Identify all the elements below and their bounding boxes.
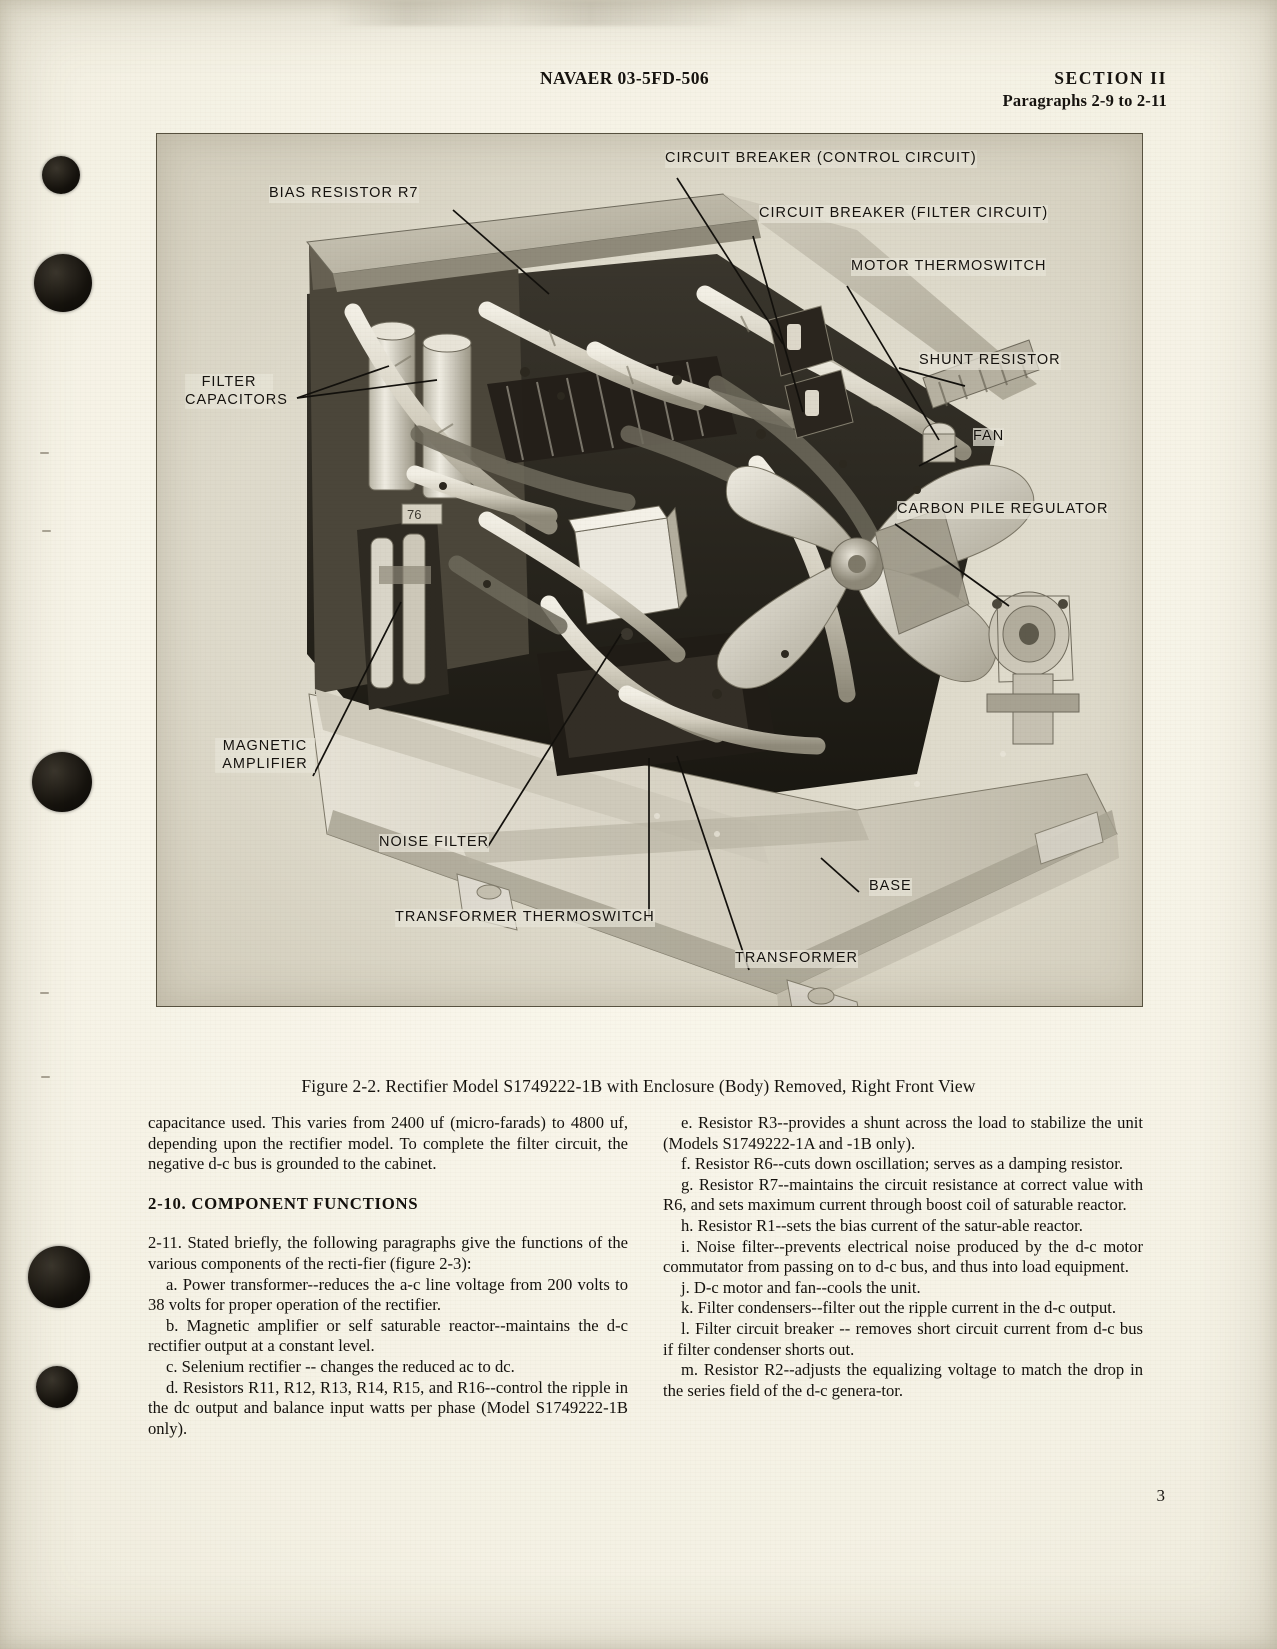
body-left-column: capacitance used. This varies from 2400 … <box>148 1113 628 1439</box>
svg-text:76: 76 <box>407 507 421 522</box>
margin-tick <box>40 452 49 454</box>
callout-motor-thermoswitch: MOTOR THERMOSWITCH <box>851 258 1047 276</box>
binder-hole <box>34 254 92 312</box>
paragraph-range: Paragraphs 2-9 to 2-11 <box>1002 91 1167 110</box>
list-item-g: g. Resistor R7--maintains the circuit re… <box>663 1174 1143 1215</box>
header-right-block: SECTION II Paragraphs 2-9 to 2-11 <box>1003 68 1167 111</box>
callout-fan: FAN <box>973 428 1005 446</box>
document-number: NAVAER 03-5FD-506 <box>540 68 710 88</box>
page-header: NAVAER 03-5FD-506 SECTION II Paragraphs … <box>0 68 1277 114</box>
list-item-a: a. Power transformer--reduces the a-c li… <box>148 1274 628 1315</box>
page-number: 3 <box>1156 1486 1166 1505</box>
callout-transformer: TRANSFORMER <box>735 950 858 968</box>
list-item-l: l. Filter circuit breaker -- removes sho… <box>663 1318 1143 1359</box>
list-item-i: i. Noise filter--prevents electrical noi… <box>663 1236 1143 1277</box>
binder-hole <box>28 1246 90 1308</box>
list-item-j: j. D-c motor and fan--cools the unit. <box>681 1277 921 1297</box>
list-item-h: h. Resistor R1--sets the bias current of… <box>681 1215 1083 1235</box>
section-heading-2-10: 2-10. COMPONENT FUNCTIONS <box>148 1193 419 1213</box>
list-item-k: k. Filter condensers--filter out the rip… <box>681 1298 1116 1318</box>
callout-circuit-breaker-filter: CIRCUIT BREAKER (FILTER CIRCUIT) <box>759 205 1049 223</box>
body-right-column: e. Resistor R3--provides a shunt across … <box>663 1113 1143 1401</box>
margin-tick <box>40 992 49 994</box>
list-item-m: m. Resistor R2--adjusts the equalizing v… <box>663 1360 1143 1400</box>
spacer <box>148 1214 628 1233</box>
figure-caption: Figure 2-2. Rectifier Model S1749222-1B … <box>301 1076 976 1096</box>
spacer <box>148 1175 628 1194</box>
callout-base: BASE <box>869 878 912 896</box>
scan-smudge <box>330 0 750 26</box>
binder-hole <box>36 1366 78 1408</box>
figure-2-2-photograph: 76 <box>156 133 1143 1007</box>
callout-noise-filter: NOISE FILTER <box>379 834 490 852</box>
paragraph-continuation: capacitance used. This varies from 2400 … <box>148 1113 628 1174</box>
margin-tick <box>42 530 51 532</box>
list-item-d: d. Resistors R11, R12, R13, R14, R15, an… <box>148 1377 628 1438</box>
callout-shunt-resistor: SHUNT RESISTOR <box>919 352 1061 370</box>
callout-circuit-breaker-control: CIRCUIT BREAKER (CONTROL CIRCUIT) <box>665 150 977 168</box>
list-item-f: f. Resistor R6--cuts down oscillation; s… <box>681 1154 1123 1174</box>
list-item-c: c. Selenium rectifier -- changes the red… <box>166 1356 515 1376</box>
callout-carbon-pile-regulator: CARBON PILE REGULATOR <box>897 501 1109 519</box>
list-item-b: b. Magnetic amplifier or self saturable … <box>148 1315 628 1356</box>
callout-bias-resistor-r7: BIAS RESISTOR R7 <box>269 185 419 203</box>
callout-transformer-thermoswitch: TRANSFORMER THERMOSWITCH <box>395 909 655 927</box>
rectifier-illustration: 76 <box>296 177 1119 1006</box>
binder-hole <box>32 752 92 812</box>
section-title: SECTION II <box>1054 68 1167 88</box>
list-item-e: e. Resistor R3--provides a shunt across … <box>663 1113 1143 1153</box>
binder-hole <box>42 156 80 194</box>
binder-hole-margin <box>0 0 120 1649</box>
margin-tick <box>41 1076 50 1078</box>
paragraph-2-11: 2-11. Stated briefly, the following para… <box>148 1233 628 1273</box>
